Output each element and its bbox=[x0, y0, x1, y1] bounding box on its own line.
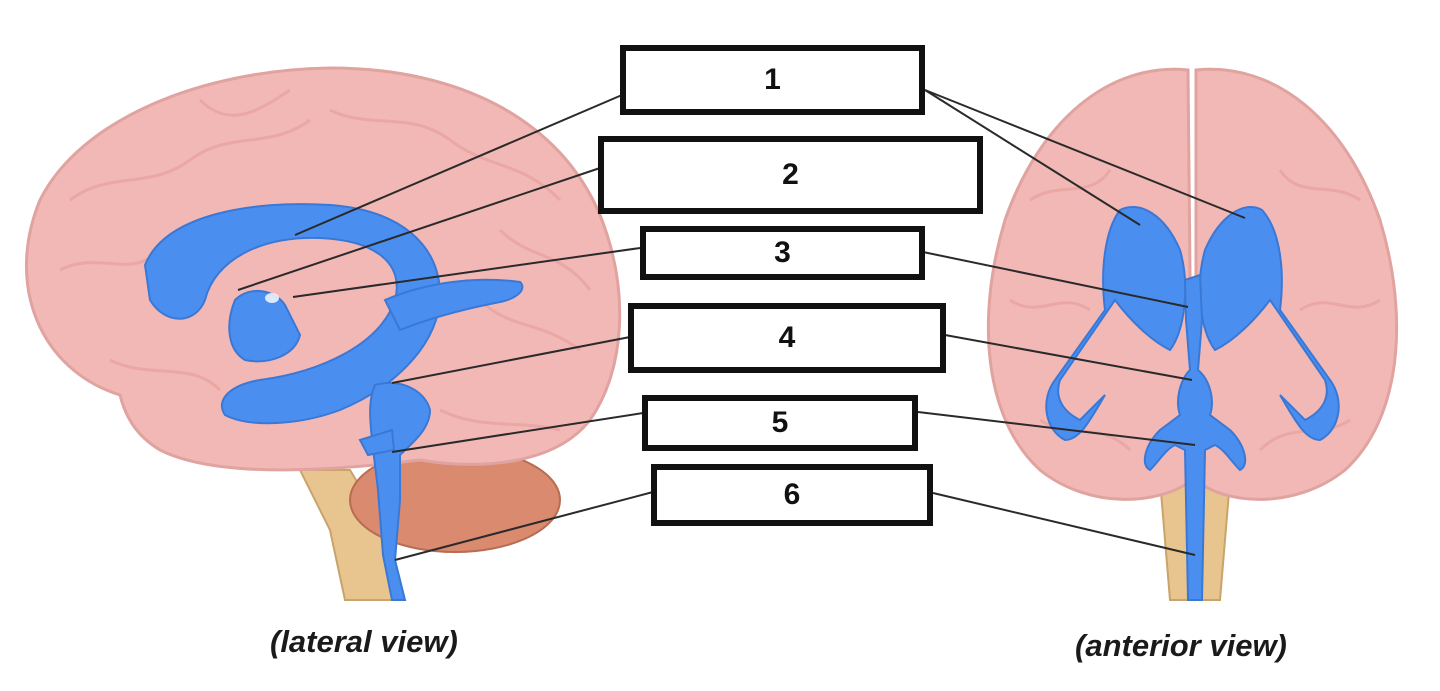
leader-line-2 bbox=[237, 167, 601, 291]
label-box-5[interactable]: 5 bbox=[642, 395, 918, 451]
label-number-3: 3 bbox=[774, 236, 791, 269]
leader-line-4-right bbox=[944, 334, 1193, 381]
label-number-1: 1 bbox=[764, 63, 781, 96]
leader-line-5-right bbox=[917, 411, 1196, 446]
interventricular-foramen bbox=[265, 293, 279, 303]
lateral-brain bbox=[25, 66, 622, 601]
label-box-1[interactable]: 1 bbox=[620, 45, 925, 115]
leader-line-3-right bbox=[922, 251, 1189, 308]
leader-line-1-left bbox=[294, 94, 623, 236]
leader-line-4-left bbox=[391, 336, 631, 384]
label-number-2: 2 bbox=[782, 158, 799, 191]
leader-line-3-left bbox=[292, 247, 641, 298]
caption-lateral-view: (lateral view) bbox=[270, 624, 458, 659]
leader-line-1-right-b bbox=[924, 89, 1246, 219]
label-box-6[interactable]: 6 bbox=[651, 464, 933, 526]
leader-line-1-right-a bbox=[924, 89, 1141, 226]
leader-line-6-right bbox=[932, 492, 1196, 556]
label-number-6: 6 bbox=[783, 478, 801, 511]
label-box-4[interactable]: 4 bbox=[628, 303, 946, 373]
caption-anterior-view: (anterior view) bbox=[1075, 628, 1287, 663]
anterior-brain bbox=[986, 67, 1399, 601]
leader-lines bbox=[237, 89, 1246, 561]
label-number-4: 4 bbox=[778, 321, 796, 354]
anterior-ventricle-system bbox=[1045, 205, 1340, 601]
label-number-5: 5 bbox=[771, 406, 789, 439]
leader-line-6-left bbox=[394, 491, 654, 561]
anterior-right-hemisphere bbox=[1194, 67, 1399, 501]
label-box-2[interactable]: 2 bbox=[598, 136, 983, 214]
label-box-3[interactable]: 3 bbox=[640, 226, 925, 280]
leader-line-5-left bbox=[391, 412, 644, 453]
lateral-ventricle-system bbox=[143, 203, 524, 601]
